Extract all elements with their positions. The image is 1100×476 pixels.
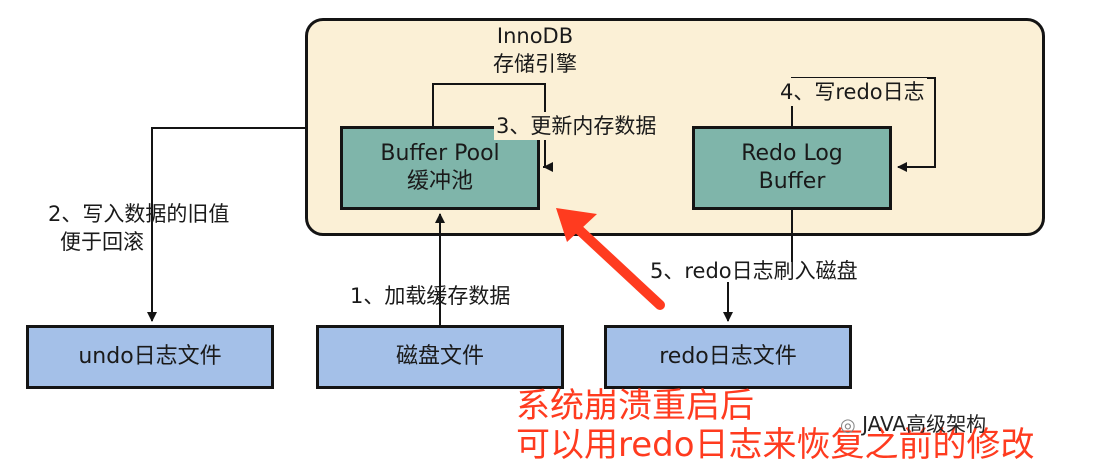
redo-log-buffer-line1: Redo Log <box>741 141 843 166</box>
disk-file-label: 磁盘文件 <box>395 344 484 369</box>
annotation-line1: 系统崩溃重启后 <box>516 386 754 426</box>
engine-title-line2: 存储引擎 <box>493 52 577 76</box>
redo-log-buffer-box: Redo Log Buffer <box>692 126 892 210</box>
engine-title: InnoDB 存储引擎 <box>470 22 600 78</box>
step2-line2: 便于回滚 <box>60 230 144 254</box>
red-highlight-arrow <box>570 221 665 310</box>
step2-label: 2、写入数据的旧值 便于回滚 <box>48 200 229 256</box>
undo-log-file-label: undo日志文件 <box>78 344 222 369</box>
buffer-pool-line2: 缓冲池 <box>406 169 473 194</box>
step4-label: 4、写redo日志 <box>778 78 927 106</box>
wechat-icon: ◎ <box>840 415 856 436</box>
watermark: ◎ JAVA高级架构 <box>840 408 986 437</box>
undo-log-file-box: undo日志文件 <box>26 325 274 389</box>
step2-line1: 2、写入数据的旧值 <box>48 202 230 226</box>
step5-label: 5、redo日志刷入磁盘 <box>650 259 858 283</box>
step1-label: 1、加载缓存数据 <box>350 284 511 308</box>
arrow-write-undo <box>147 127 305 322</box>
red-arrow-head <box>556 208 597 242</box>
redo-log-file-box: redo日志文件 <box>604 325 852 389</box>
buffer-pool-box: Buffer Pool 缓冲池 <box>340 126 540 210</box>
engine-title-line1: InnoDB <box>496 24 574 48</box>
disk-file-box: 磁盘文件 <box>316 325 564 389</box>
annotation-line2: 可以用redo日志来恢复之前的修改 <box>516 425 1035 465</box>
redo-log-file-label: redo日志文件 <box>659 344 797 369</box>
watermark-label: JAVA高级架构 <box>862 412 987 436</box>
buffer-pool-line1: Buffer Pool <box>380 141 500 166</box>
redo-log-buffer-line2: Buffer <box>758 169 826 194</box>
step3-label: 3、更新内存数据 <box>494 112 659 140</box>
